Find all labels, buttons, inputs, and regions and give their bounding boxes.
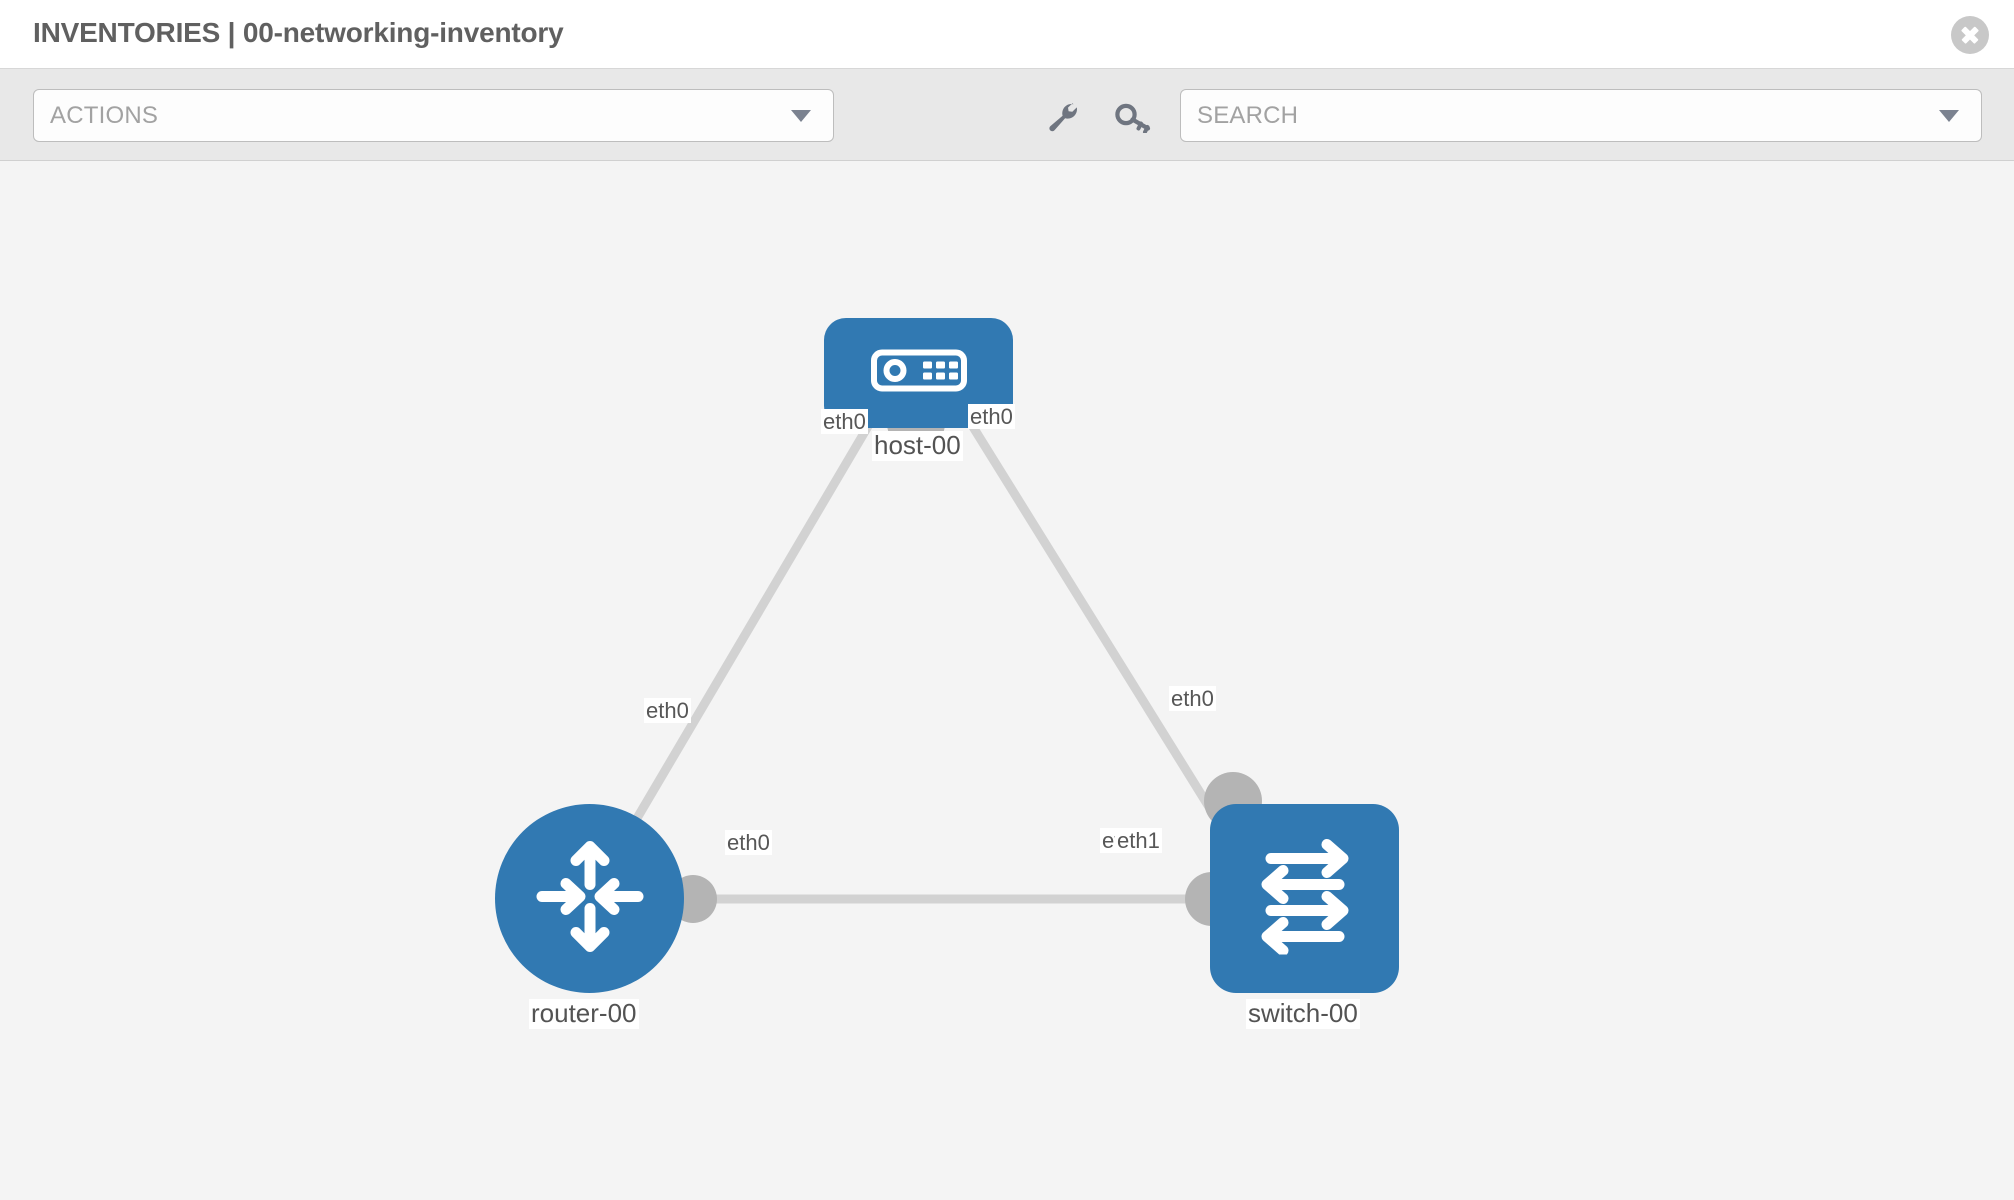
key-icon[interactable] bbox=[1113, 101, 1155, 134]
actions-dropdown[interactable]: ACTIONS bbox=[33, 89, 834, 142]
switch-arrows-icon bbox=[1245, 838, 1365, 959]
link-host-router bbox=[595, 401, 885, 886]
node-switch-00-shape bbox=[1210, 804, 1399, 993]
node-host-00-label: host-00 bbox=[872, 430, 963, 461]
toolbar: ACTIONS SEARCH bbox=[0, 69, 2014, 161]
topology-canvas[interactable]: host-00 bbox=[0, 161, 2014, 1200]
topology-links bbox=[595, 394, 1262, 926]
edge-label-router-up: eth0 bbox=[644, 698, 691, 724]
router-arrows-icon bbox=[532, 838, 648, 959]
edge-label-router-right: eth0 bbox=[725, 830, 772, 856]
wrench-icon[interactable] bbox=[1043, 101, 1085, 133]
edge-label-switch-left-b: eth1 bbox=[1115, 828, 1162, 854]
server-icon bbox=[870, 347, 967, 400]
edge-label-switch-up: eth0 bbox=[1169, 686, 1216, 712]
edge-label-host-left: eth0 bbox=[821, 409, 868, 435]
edge-label-host-right: eth0 bbox=[968, 404, 1015, 430]
node-router-00-shape bbox=[495, 804, 684, 993]
chevron-down-icon bbox=[1939, 109, 1959, 122]
node-router-00[interactable]: router-00 bbox=[495, 804, 684, 1029]
page-title: INVENTORIES | 00-networking-inventory bbox=[33, 17, 564, 48]
actions-dropdown-label: ACTIONS bbox=[50, 101, 159, 129]
node-router-00-label: router-00 bbox=[529, 998, 639, 1029]
search-placeholder: SEARCH bbox=[1197, 101, 1299, 129]
page-header: INVENTORIES | 00-networking-inventory bbox=[0, 0, 2014, 69]
close-icon[interactable] bbox=[1951, 16, 1989, 54]
chevron-down-icon bbox=[791, 109, 811, 122]
node-switch-00[interactable]: switch-00 bbox=[1210, 804, 1399, 1029]
search-input[interactable]: SEARCH bbox=[1180, 89, 1982, 142]
node-switch-00-label: switch-00 bbox=[1246, 998, 1360, 1029]
